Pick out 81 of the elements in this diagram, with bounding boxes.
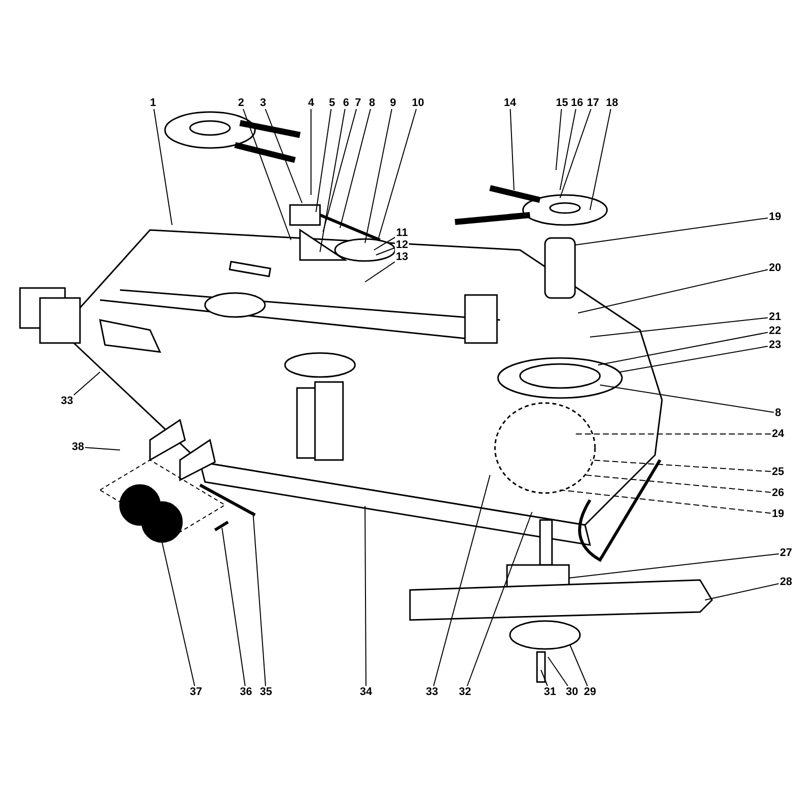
- callout-number: 9: [388, 97, 398, 109]
- callout-number: 21: [768, 311, 782, 323]
- callout-number: 20: [768, 262, 782, 274]
- callout-number: 10: [410, 97, 426, 109]
- leader-line: [548, 656, 568, 686]
- leader-line: [704, 583, 780, 600]
- callout-number: 2: [236, 97, 246, 109]
- leader-line: [570, 644, 588, 686]
- callout-number: 29: [582, 686, 598, 698]
- leader-line: [540, 670, 548, 686]
- leader-line: [340, 108, 371, 228]
- leader-line: [316, 108, 332, 212]
- callout-number: 28: [778, 576, 794, 588]
- leader-line: [264, 108, 302, 204]
- leader-line: [162, 542, 196, 686]
- leader-line: [73, 372, 100, 396]
- callout-number: 34: [358, 686, 374, 698]
- leader-line: [584, 474, 772, 493]
- callout-number: 36: [238, 686, 254, 698]
- callout-number: 25: [770, 466, 786, 478]
- callout-number: 38: [70, 441, 86, 453]
- callout-number: 8: [774, 407, 782, 419]
- leader-line: [590, 108, 612, 210]
- callout-number: 37: [188, 686, 204, 698]
- callout-number: 18: [604, 97, 620, 109]
- callout-number: 15: [554, 97, 570, 109]
- leader-line: [252, 512, 266, 686]
- callout-number: 13: [394, 251, 410, 263]
- callout-number: 14: [502, 97, 518, 109]
- callout-number: 35: [258, 686, 274, 698]
- leader-line: [466, 512, 532, 686]
- leader-line: [560, 490, 772, 514]
- leader-line: [600, 384, 774, 413]
- leader-line: [578, 269, 768, 314]
- callout-number: 19: [768, 211, 782, 223]
- leader-line: [433, 474, 490, 686]
- callout-number: 26: [770, 487, 786, 499]
- leader-line: [153, 108, 172, 226]
- leader-line: [560, 108, 576, 190]
- callout-number: 23: [768, 339, 782, 351]
- leader-line: [222, 528, 246, 686]
- callout-number: 3: [258, 97, 268, 109]
- callout-number: 27: [778, 547, 794, 559]
- callout-number: 16: [570, 97, 584, 109]
- leader-line: [364, 261, 396, 282]
- callout-number: 8: [368, 97, 376, 109]
- leader-line: [364, 506, 366, 686]
- leader-line: [376, 247, 396, 256]
- leader-line: [310, 108, 312, 196]
- callout-number: 1: [148, 97, 158, 109]
- callout-number: 22: [768, 325, 782, 337]
- callout-number: 7: [354, 97, 362, 109]
- callout-number: 4: [306, 97, 316, 109]
- leader-line: [590, 317, 768, 338]
- callout-number: 6: [342, 97, 350, 109]
- callout-number: 5: [328, 97, 336, 109]
- callout-number: 19: [770, 508, 786, 520]
- leader-line: [620, 346, 768, 372]
- callout-number: 31: [542, 686, 558, 698]
- leader-line: [568, 553, 780, 578]
- callout-number: 24: [770, 428, 786, 440]
- leader-line: [364, 108, 392, 244]
- leader-line: [322, 108, 357, 232]
- callout-number: 33: [424, 686, 440, 698]
- leader-line: [242, 108, 292, 240]
- leader-line: [510, 108, 514, 190]
- leader-line: [84, 447, 120, 450]
- leader-line: [574, 218, 768, 246]
- callout-number: 32: [458, 686, 472, 698]
- leader-line: [320, 108, 346, 252]
- callout-number: 11: [395, 227, 409, 239]
- callout-number: 30: [564, 686, 580, 698]
- leader-line: [560, 108, 592, 198]
- callout-number: 12: [394, 239, 410, 251]
- callout-number: 33: [60, 395, 74, 407]
- leader-line: [590, 460, 772, 472]
- leader-line: [598, 332, 768, 366]
- leader-line: [374, 236, 396, 250]
- leader-line: [556, 108, 562, 170]
- leader-line: [378, 108, 417, 240]
- callout-number: 17: [586, 97, 600, 109]
